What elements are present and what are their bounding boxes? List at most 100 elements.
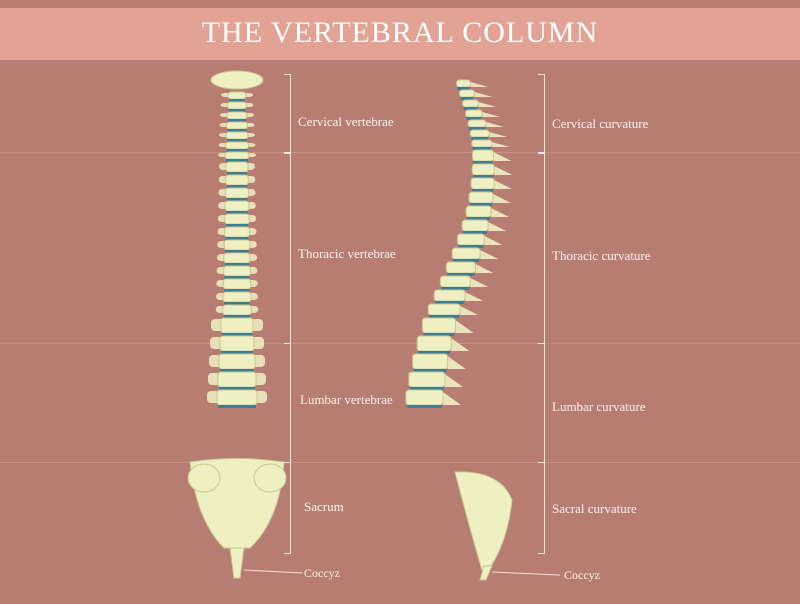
intervertebral-disc [224,289,250,292]
intervertebral-disc [227,139,247,142]
bracket-lumbar-curvature [538,343,545,463]
side-disc [441,287,470,290]
side-vertebra [465,205,492,218]
lumbar-vertebra [216,389,258,406]
spinous-process [451,338,470,351]
atlas-vertebra [210,70,264,90]
thoracic-vertebra [222,278,252,290]
intervertebral-disc [225,224,249,227]
lumbar-vertebra [219,335,255,352]
side-disc [473,175,494,178]
side-sacrum [454,471,513,571]
intervertebral-disc [229,99,245,102]
spinous-process [470,278,489,287]
side-disc [473,161,493,164]
cervical-vertebra [227,101,247,110]
thoracic-vertebra [223,252,251,264]
side-disc [470,203,493,206]
side-disc [458,245,484,248]
label-thoracic-vertebrae: Thoracic vertebrae [298,246,396,261]
page-title: THE VERTEBRAL COLUMN [201,16,599,49]
side-disc [453,259,480,262]
side-coccyx [479,565,493,581]
side-disc [472,147,491,150]
intervertebral-disc [223,315,251,318]
side-vertebra [470,177,495,190]
intervertebral-disc [228,119,246,122]
spinous-process [478,102,497,107]
bracket-sacrum [284,462,291,554]
intervertebral-disc [224,302,250,305]
iliac-wing-left [187,463,221,493]
spinous-process [482,112,501,117]
thoracic-vertebra [223,265,251,277]
label-coccyx-front: Coccyz [304,566,340,580]
side-vertebra [451,247,481,260]
spinous-process [460,306,479,315]
intervertebral-disc [220,369,254,372]
side-vertebra [427,303,461,316]
side-disc [471,137,489,140]
spinous-process [447,356,466,369]
thoracic-vertebra [223,239,251,251]
spinous-process [444,374,463,387]
side-disc [469,127,486,130]
cervical-vertebra [227,91,247,100]
intervertebral-disc [222,333,252,336]
side-vertebra [467,119,487,128]
intervertebral-disc [224,263,250,266]
side-vertebra [464,109,483,118]
thoracic-vertebra [224,213,250,225]
coccyx-pointer [243,569,303,574]
spinous-process [465,292,484,301]
thoracic-vertebra [222,291,252,303]
intervertebral-disc [226,185,248,188]
intervertebral-disc [228,109,246,112]
side-disc [423,333,455,336]
side-disc [466,117,482,120]
side-disc [467,217,491,220]
side-vertebra [405,389,444,406]
bracket-thoracic-curvature [538,152,545,344]
spinous-process [442,392,461,405]
side-vertebra [458,89,475,98]
intervertebral-disc [226,149,248,152]
cervical-vertebra [224,151,250,160]
side-disc [472,189,494,192]
front-spine [187,70,303,579]
side-disc [457,87,470,90]
side-vertebra [445,261,476,274]
label-sacrum: Sacrum [304,499,344,514]
label-coccyx-side: Coccyz [564,568,600,582]
side-vertebra [455,79,471,88]
side-disc [413,369,447,372]
side-vertebra [462,99,480,108]
side-vertebra [421,317,456,334]
intervertebral-disc [224,276,250,279]
label-cervical-vertebrae: Cervical vertebrae [298,114,394,129]
intervertebral-disc [225,250,249,253]
spinous-process [470,82,489,87]
bracket-cervical-curvature [538,74,545,154]
lumbar-vertebra [220,317,254,334]
side-vertebra [471,163,495,176]
spinous-process [475,264,494,273]
side-disc [406,405,442,408]
iliac-wing-right [253,463,287,493]
intervertebral-disc [218,405,256,408]
intervertebral-disc [227,172,247,175]
side-disc [429,315,460,318]
bracket-thoracic [284,152,291,344]
lumbar-vertebra [218,353,256,370]
side-vertebra [412,353,449,370]
spinous-process [494,180,513,189]
thoracic-vertebra [224,187,250,199]
side-vertebra [461,219,489,232]
side-spine [405,79,561,581]
thoracic-vertebra [224,200,250,212]
side-disc [460,97,474,100]
intervertebral-disc [221,351,253,354]
side-disc [463,107,478,110]
intervertebral-disc [226,198,248,201]
